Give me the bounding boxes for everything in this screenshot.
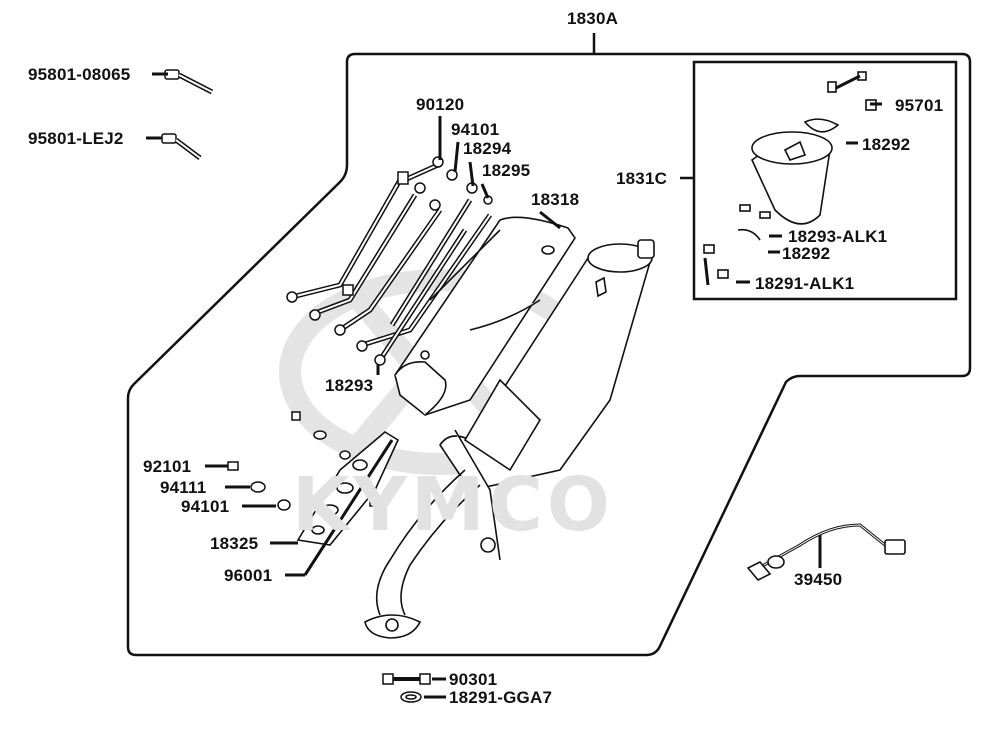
part-label-18291-ALK1: 18291-ALK1 [755, 274, 855, 293]
part-label-18293-ALK1: 18293-ALK1 [788, 227, 888, 246]
inset-box-1831C [680, 60, 958, 301]
exhaust-pipe [364, 469, 481, 639]
gasket-and-nuts [382, 673, 431, 703]
part-label-94101-bottom: 94101 [181, 497, 230, 516]
muffler-body [439, 239, 655, 561]
bolt-95801-08065 [164, 69, 214, 95]
heat-shield-18318 [394, 216, 576, 416]
oxygen-sensor-39450 [746, 523, 906, 581]
part-label-95801-08065: 95801-08065 [28, 65, 131, 84]
part-label-18292-upper: 18292 [862, 135, 911, 154]
part-label-90301: 90301 [449, 670, 498, 689]
assembly-boundary-1830A [126, 33, 972, 657]
part-label-94101-top: 94101 [451, 120, 500, 139]
screws-and-washers [227, 411, 378, 511]
part-label-95801-LEJ2: 95801-LEJ2 [28, 129, 124, 148]
part-label-94111: 94111 [160, 478, 207, 497]
part-label-90120: 90120 [416, 95, 465, 114]
part-label-18293: 18293 [325, 376, 374, 395]
part-label-39450: 39450 [794, 570, 843, 589]
protector-plate-18325 [296, 431, 400, 546]
part-label-18325: 18325 [210, 534, 259, 553]
bracket-stays [286, 156, 493, 366]
part-label-1831C: 1831C [616, 169, 668, 188]
part-label-18294: 18294 [463, 139, 512, 158]
part-label-96001: 96001 [224, 566, 273, 585]
leader-lines [146, 72, 882, 699]
part-label-95701: 95701 [895, 96, 944, 115]
part-label-18318: 18318 [531, 190, 580, 209]
part-label-18295: 18295 [482, 161, 531, 180]
part-label-1830A: 1830A [567, 9, 619, 28]
inset-heat-cover [703, 71, 877, 286]
part-label-18291-GGA7: 18291-GGA7 [449, 688, 553, 707]
part-label-18292-lower: 18292 [782, 244, 831, 263]
brand-watermark-text: KYMCO [292, 462, 614, 548]
part-label-92101: 92101 [143, 457, 192, 476]
bolt-95801-LEJ2 [161, 133, 202, 160]
